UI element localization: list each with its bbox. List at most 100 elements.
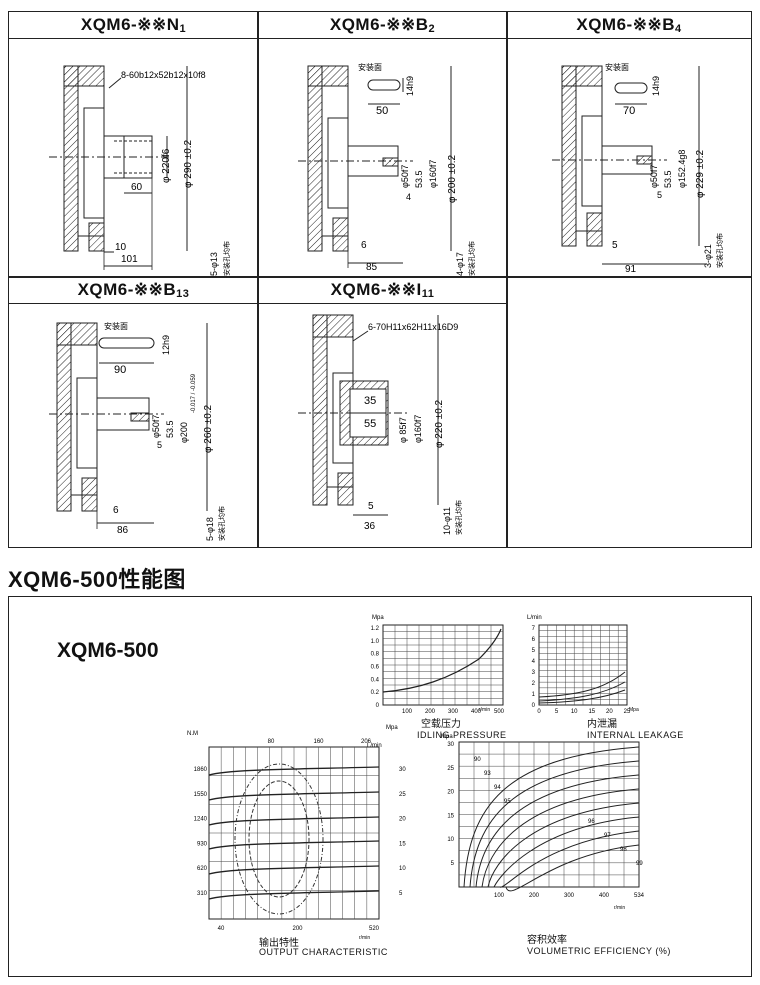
i11-l1: 5	[368, 501, 374, 512]
b2-drawing: 50 安装面 14h9 φ50f7 53.5 φ160f7 φ 200 ±0.2…	[298, 62, 476, 276]
b13-l1: 6	[113, 505, 119, 516]
leakage-caption-zh: 内泄漏	[587, 719, 617, 730]
vol-caption-en: VOLUMETRIC EFFICIENCY (%)	[527, 946, 671, 956]
idling-xtick: 100	[402, 709, 413, 715]
b2-d2: φ160f7	[428, 160, 438, 188]
b4-d0: 53.5	[663, 170, 673, 188]
leakage-caption-en: INTERNAL LEAKAGE	[587, 730, 684, 740]
b13-d0: 53.5	[165, 420, 175, 438]
b4-key: 14h9	[651, 76, 661, 96]
vol-xunit: r/min	[614, 905, 625, 911]
leakage-xtick: 5	[555, 709, 559, 715]
idling-ytick: 0.6	[371, 665, 380, 671]
n1-d1: φ 220f6	[161, 148, 172, 183]
section-title: XQM6-500性能图	[8, 567, 186, 592]
output-toptick: 80	[268, 739, 275, 745]
output-toptick: 160	[313, 739, 324, 745]
panel-b2: XQM6-※※B2 50 安装面 14h9 φ50f7 53.5 φ160f7 …	[257, 11, 508, 278]
vol-yunit: Mpa	[441, 734, 453, 740]
output-xtick: 40	[218, 926, 225, 932]
b4-mount: 安装面	[605, 62, 629, 72]
output-chart: N.M Mpa L/min 18601550124093062031030252…	[187, 725, 406, 941]
vol-xtick: 400	[599, 893, 610, 899]
output-ytick: 930	[197, 841, 208, 847]
b4-l2: 91	[625, 264, 637, 275]
panel-empty	[506, 276, 752, 548]
b2-mount: 安装面	[358, 62, 382, 72]
b4-drawing: 70 安装面 14h9 φ50f7 53.5 φ152.4g8 φ 229 ±0…	[552, 62, 724, 275]
n1-l3: 101	[121, 254, 138, 265]
vol-curve-label: 96	[588, 819, 595, 825]
idling-xtick: 200	[425, 709, 436, 715]
leakage-ytick: 2	[532, 681, 536, 687]
i11-d1: φ 85f7	[398, 417, 408, 443]
b2-key: 14h9	[405, 76, 415, 96]
leakage-xtick: 15	[588, 709, 595, 715]
output-xtick: 520	[369, 926, 380, 932]
panel-title: XQM6-※※N1	[9, 12, 258, 39]
b2-d3: φ 200 ±0.2	[447, 154, 458, 203]
output-ytick: 1550	[194, 792, 208, 798]
n1-d2: φ 290 ±0.2	[183, 139, 194, 188]
output-runit: Mpa	[386, 725, 398, 731]
b13-d2-tol: -0.017 / -0.059	[191, 373, 197, 413]
vol-curve	[469, 760, 640, 888]
output-topunit: L/min	[367, 743, 382, 749]
output-ytick: 1860	[194, 767, 208, 773]
b4-d1: φ50f7	[649, 165, 659, 188]
b13-d3: φ 260 ±0.2	[203, 404, 214, 453]
output-caption-zh: 输出特性	[259, 938, 299, 949]
b13-holes: 5-φ18	[205, 517, 215, 541]
output-toptick: 206	[361, 739, 372, 745]
idling-ytick: 1.0	[371, 639, 380, 645]
panel-title: XQM6-※※B13	[9, 277, 258, 304]
idling-ytick: 0.4	[371, 677, 380, 683]
n1-vnote: 安装孔均布	[222, 241, 231, 276]
panel-b4: XQM6-※※B4 70 安装面 14h9 φ50f7 53.5 φ152.4g…	[506, 11, 752, 278]
b4-d3: φ 229 ±0.2	[695, 149, 706, 198]
idling-xtick: 400	[471, 709, 482, 715]
leakage-xtick: 0	[537, 709, 541, 715]
i11-drawing: 35 55 6-70H11x62H11x16D9 φ 85f7 φ160f7 φ…	[298, 314, 463, 535]
output-ytick: 620	[197, 866, 208, 872]
b13-l2: 86	[117, 525, 129, 536]
panel-title: XQM6-※※B2	[258, 12, 507, 39]
b13-l0: 5	[157, 440, 162, 450]
output-caption-en: OUTPUT CHARACTERISTIC	[259, 947, 388, 957]
panel-b13: XQM6-※※B13 90 安装面 12h9 φ50f7 53.5 φ200 -…	[8, 276, 259, 548]
b2-d0: 53.5	[414, 170, 424, 188]
output-curve	[208, 865, 380, 875]
leakage-ytick: 3	[532, 670, 536, 676]
b13-d2: φ200	[179, 422, 189, 443]
vol-curve-label: 93	[484, 771, 491, 777]
leakage-ytick: 4	[532, 659, 536, 665]
b13-key: 12h9	[161, 335, 171, 355]
leakage-ytick: 6	[532, 637, 536, 643]
b2-vnote: 安装孔均布	[467, 241, 476, 276]
n1-l2: 10	[115, 242, 127, 253]
idling-xtick: 300	[448, 709, 459, 715]
vol-ytick: 20	[447, 790, 454, 796]
idling-ytick: 0.2	[371, 690, 380, 696]
output-xtick: 200	[292, 926, 303, 932]
b2-d1: φ50f7	[400, 165, 410, 188]
b13-vnote: 安装孔均布	[217, 506, 226, 541]
n1-l1: 60	[131, 182, 143, 193]
i11-d3: φ 220 ±0.2	[434, 399, 445, 448]
vol-xtick: 100	[494, 893, 505, 899]
vol-curve-label: 99	[636, 861, 643, 867]
panel-i11: XQM6-※※I11 35 55 6-70H11x62H11x16D9 φ 85…	[257, 276, 508, 548]
vol-ytick: 25	[447, 766, 454, 772]
idling-unit: Mpa	[372, 615, 384, 621]
leakage-xtick: 25	[624, 709, 631, 715]
output-rtick: 30	[399, 767, 406, 773]
vol-curve	[487, 802, 640, 888]
i11-b: 55	[364, 418, 376, 430]
vol-curve-label: 95	[504, 799, 511, 805]
output-xunit: r/min	[359, 935, 370, 941]
vol-curve	[481, 788, 640, 888]
output-ytick: 1240	[194, 817, 208, 823]
i11-spline: 6-70H11x62H11x16D9	[368, 322, 458, 332]
